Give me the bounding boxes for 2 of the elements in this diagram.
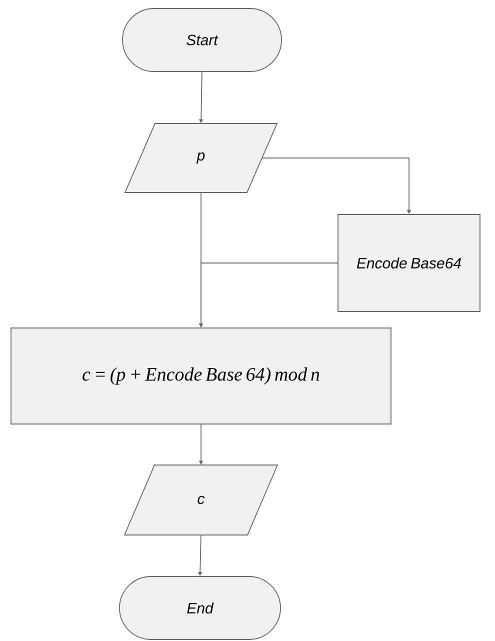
process-box: c = (p + Encode Base 64) mod n [10, 328, 392, 424]
process-box: Encode Base64 [338, 214, 480, 312]
